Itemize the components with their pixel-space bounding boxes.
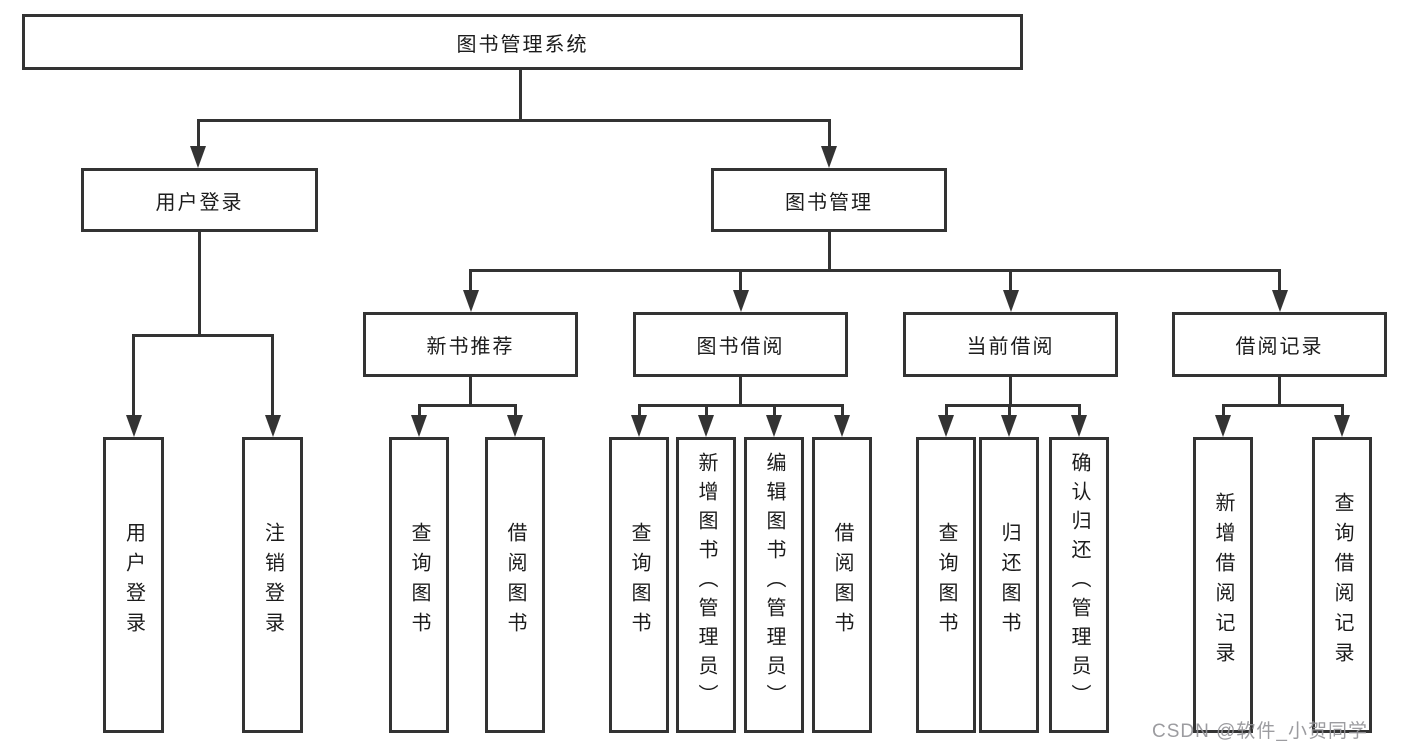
leaf-bb-edit-books: 编辑图书（管理员） (744, 437, 804, 733)
connector-to-nb-query-shaft (418, 404, 421, 418)
node-new-book-rec: 新书推荐 (363, 312, 578, 377)
arrowhead-to-book-borrow (733, 290, 749, 312)
connector-to-cb-return-shaft (1008, 404, 1011, 418)
leaf-cb-confirm-return-label: 确认归还（管理员） (1068, 451, 1090, 713)
arrowhead-to-br-query (1334, 415, 1350, 437)
connector-borrow-record-stem (1278, 377, 1281, 407)
connector-to-nb-borrow-shaft (514, 404, 517, 418)
node-root: 图书管理系统 (22, 14, 1023, 70)
arrowhead-to-cb-return (1001, 415, 1017, 437)
arrowhead-to-cb-query (938, 415, 954, 437)
connector-to-new-book-rec-shaft (469, 269, 472, 292)
leaf-cb-query-books: 查询图书 (916, 437, 976, 733)
connector-new-book-rec-stem (469, 377, 472, 407)
connector-book-mgmt-bar (469, 269, 1281, 272)
leaf-bb-edit-books-label: 编辑图书（管理员） (763, 451, 785, 713)
leaf-user-login-label: 用户登录 (122, 522, 145, 642)
leaf-rec-borrow-books: 借阅图书 (485, 437, 545, 733)
connector-to-borrow-record-shaft (1278, 269, 1281, 292)
connector-user-login-stem (198, 232, 201, 337)
connector-to-bb-edit-shaft (773, 404, 776, 418)
arrowhead-to-leaf-logout (265, 415, 281, 437)
leaf-rec-query-books: 查询图书 (389, 437, 449, 733)
connector-borrow-record-bar (1222, 404, 1344, 407)
arrowhead-to-bb-query (631, 415, 647, 437)
connector-book-borrow-stem (739, 377, 742, 407)
connector-to-bb-add-shaft (705, 404, 708, 418)
node-current-borrow-label: 当前借阅 (966, 336, 1055, 358)
leaf-bb-query-books: 查询图书 (609, 437, 669, 733)
node-current-borrow: 当前借阅 (903, 312, 1118, 377)
csdn-watermark: CSDN @软件_小贺同学 (1152, 721, 1368, 742)
connector-root-stem (519, 68, 522, 122)
node-book-mgmt-label: 图书管理 (785, 191, 873, 214)
leaf-br-query-record-label: 查询借阅记录 (1331, 492, 1353, 672)
arrowhead-to-bb-edit (766, 415, 782, 437)
connector-to-br-query-shaft (1341, 404, 1344, 418)
arrowhead-to-cb-confirm (1071, 415, 1087, 437)
connector-to-bb-borrow-shaft (841, 404, 844, 418)
leaf-rec-query-books-label: 查询图书 (408, 522, 430, 642)
node-book-borrow: 图书借阅 (633, 312, 848, 377)
connector-to-cb-query-shaft (945, 404, 948, 418)
connector-to-leaf-logout-shaft (271, 334, 274, 417)
node-user-login: 用户登录 (81, 168, 318, 232)
node-borrow-record: 借阅记录 (1172, 312, 1387, 377)
leaf-bb-add-books-label: 新增图书（管理员） (695, 451, 717, 713)
arrowhead-to-bb-add (698, 415, 714, 437)
node-book-borrow-label: 图书借阅 (696, 336, 785, 358)
connector-book-borrow-bar (638, 404, 844, 407)
leaf-logout: 注销登录 (242, 437, 303, 733)
leaf-bb-borrow-books: 借阅图书 (812, 437, 872, 733)
arrowhead-to-new-book-rec (463, 290, 479, 312)
leaf-cb-query-books-label: 查询图书 (935, 522, 957, 642)
node-user-login-label: 用户登录 (155, 191, 244, 214)
node-borrow-record-label: 借阅记录 (1235, 336, 1324, 358)
connector-current-borrow-bar (945, 404, 1081, 407)
leaf-bb-borrow-books-label: 借阅图书 (831, 522, 853, 642)
leaf-br-query-record: 查询借阅记录 (1312, 437, 1372, 733)
leaf-cb-confirm-return: 确认归还（管理员） (1049, 437, 1109, 733)
connector-to-br-add-shaft (1222, 404, 1225, 418)
arrowhead-to-borrow-record (1272, 290, 1288, 312)
connector-to-bb-query-shaft (638, 404, 641, 418)
arrowhead-to-nb-borrow (507, 415, 523, 437)
connector-to-cb-confirm-shaft (1078, 404, 1081, 418)
leaf-bb-add-books: 新增图书（管理员） (676, 437, 736, 733)
connector-to-current-borrow-shaft (1009, 269, 1012, 292)
node-book-mgmt: 图书管理 (711, 168, 947, 232)
leaf-logout-label: 注销登录 (261, 522, 284, 642)
arrowhead-to-user-login (190, 146, 206, 168)
leaf-user-login: 用户登录 (103, 437, 164, 733)
connector-to-leaf-login-shaft (132, 334, 135, 417)
connector-to-book-mgmt-shaft (828, 119, 831, 148)
arrowhead-to-book-mgmt (821, 146, 837, 168)
connector-user-login-bar (132, 334, 274, 337)
connector-book-mgmt-stem (828, 232, 831, 272)
leaf-cb-return-books: 归还图书 (979, 437, 1039, 733)
arrowhead-to-current-borrow (1003, 290, 1019, 312)
leaf-br-add-record-label: 新增借阅记录 (1212, 492, 1234, 672)
leaf-bb-query-books-label: 查询图书 (628, 522, 650, 642)
arrowhead-to-leaf-login (126, 415, 142, 437)
connector-to-book-borrow-shaft (739, 269, 742, 292)
arrowhead-to-bb-borrow (834, 415, 850, 437)
leaf-cb-return-books-label: 归还图书 (998, 522, 1020, 642)
arrowhead-to-nb-query (411, 415, 427, 437)
node-root-label: 图书管理系统 (456, 33, 589, 56)
leaf-br-add-record: 新增借阅记录 (1193, 437, 1253, 733)
connector-new-book-rec-bar (418, 404, 517, 407)
connector-current-borrow-stem (1009, 377, 1012, 407)
connector-root-bar (197, 119, 831, 122)
leaf-rec-borrow-books-label: 借阅图书 (504, 522, 526, 642)
node-new-book-rec-label: 新书推荐 (426, 336, 515, 358)
arrowhead-to-br-add (1215, 415, 1231, 437)
connector-to-user-login-shaft (197, 119, 200, 148)
